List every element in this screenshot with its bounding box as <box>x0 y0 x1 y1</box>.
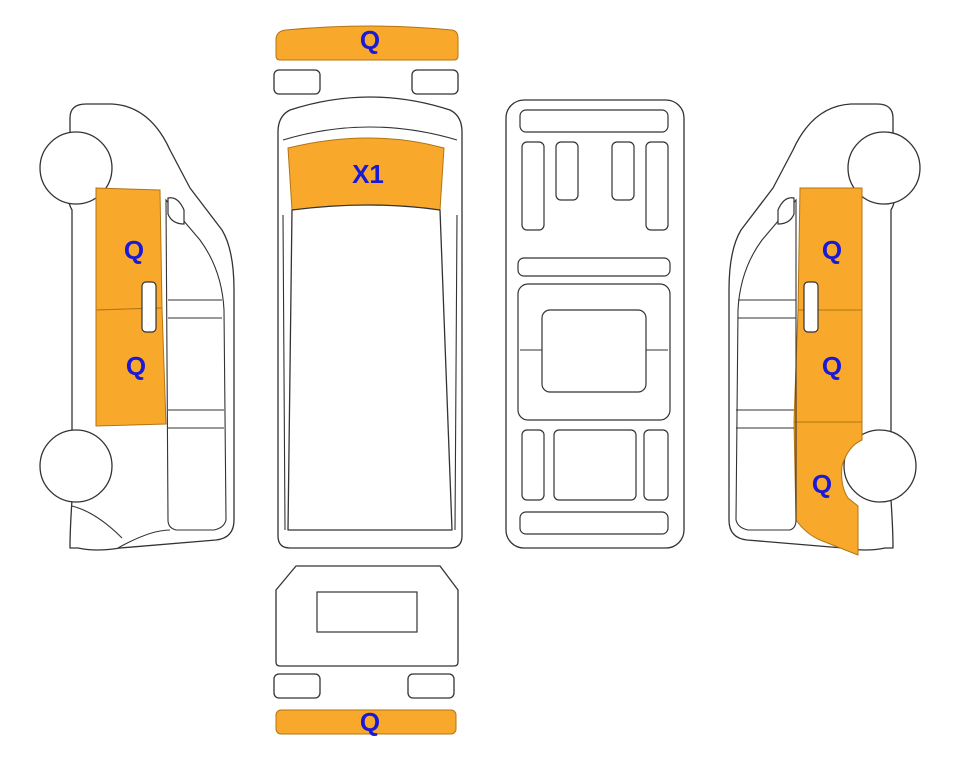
left-rear-door[interactable] <box>95 307 167 427</box>
underside-middle-bar <box>517 257 671 277</box>
right-pillar-lines <box>736 299 796 429</box>
right-front-door-label: Q <box>822 235 842 265</box>
underside-seat-2 <box>555 141 579 201</box>
left-bumper-lines <box>71 505 171 549</box>
right-rear-wheel <box>843 429 917 503</box>
left-front-wheel <box>39 131 113 205</box>
windshield-label: X1 <box>352 159 384 189</box>
front-view: Q <box>273 25 459 95</box>
rear-bumper-label: Q <box>360 707 380 737</box>
right-window-frame <box>735 198 797 531</box>
top-roof-panel <box>287 204 453 531</box>
rear-left-taillight <box>273 673 321 699</box>
front-right-headlight <box>411 69 459 95</box>
right-rear-quarter-label: Q <box>812 469 832 499</box>
rear-window <box>316 591 418 633</box>
left-front-door-label: Q <box>124 235 144 265</box>
underside-seat-3 <box>611 141 635 201</box>
underside-seat-4 <box>645 141 669 231</box>
right-door-handle <box>803 281 819 333</box>
underside-center-block <box>541 309 647 393</box>
rear-view: Q <box>273 565 459 737</box>
left-pillar-lines <box>168 299 224 429</box>
front-bumper-panel[interactable] <box>275 25 459 61</box>
underside-seat-1 <box>521 141 545 231</box>
right-front-wheel <box>847 131 921 205</box>
left-mirror <box>167 197 185 225</box>
rear-bumper-panel[interactable] <box>275 709 457 735</box>
underside-front-bar <box>519 109 669 133</box>
rear-right-taillight <box>407 673 455 699</box>
top-view: X1 <box>277 96 463 549</box>
front-bumper-label: Q <box>360 25 380 55</box>
top-right-rail <box>454 214 458 531</box>
underside-rear-center <box>553 429 637 501</box>
left-window-frame <box>165 198 227 531</box>
underside-view <box>505 99 685 549</box>
left-side-view: Q Q <box>39 103 235 551</box>
left-rear-wheel <box>39 429 113 503</box>
right-rear-quarter-panel[interactable] <box>793 421 863 556</box>
underside-rear-left <box>521 429 545 501</box>
underside-rear-right <box>643 429 669 501</box>
left-rear-door-label: Q <box>126 351 146 381</box>
right-mirror <box>777 197 795 225</box>
top-hood-line <box>282 126 458 141</box>
underside-rear-bar <box>519 511 669 535</box>
front-left-headlight <box>273 69 321 95</box>
right-rear-door-label: Q <box>822 351 842 381</box>
left-door-handle <box>141 281 157 333</box>
right-side-view: Q Q Q <box>728 103 921 556</box>
top-left-rail <box>282 214 286 531</box>
